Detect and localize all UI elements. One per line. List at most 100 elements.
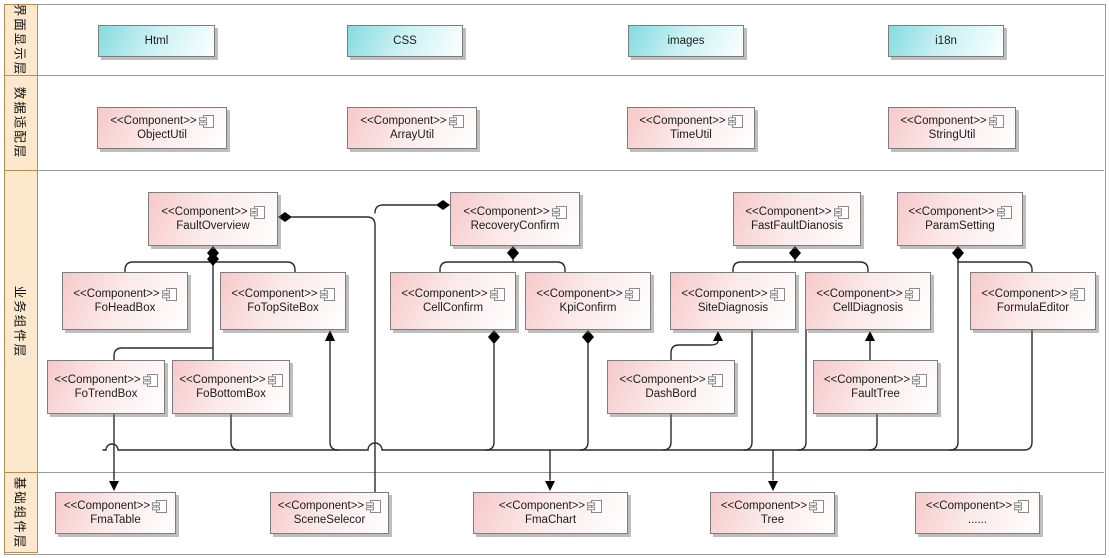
box-label: FoTrendBox [74,388,138,400]
component-icon [727,114,743,128]
component-icon [904,287,920,301]
stereotype-line: <<Component>> [981,287,1085,301]
component-icon [769,287,785,301]
stereotype-line: <<Component>> [161,205,265,219]
box-label: RecoveryConfirm [470,220,560,232]
stereotype-label: <<Component>> [823,374,911,386]
component-box-objectutil[interactable]: <<Component>> ObjectUtil [97,107,227,149]
stereotype-label: <<Component>> [681,288,768,300]
component-icon [448,114,464,128]
component-box-fastfaultdianosis[interactable]: <<Component>>FastFaultDianosis [733,192,861,246]
stereotype-line: <<Component>> [277,499,382,513]
box-label: FoBottomBox [196,388,266,400]
box-label: Html [144,35,169,47]
component-icon [267,373,283,387]
component-box-css[interactable]: CSS [347,25,463,57]
stereotype-line: <<Component>> [110,114,214,128]
component-box-kpiconfirm[interactable]: <<Component>> KpiConfirm [525,272,651,330]
component-box-tree[interactable]: <<Component>> Tree [710,492,835,534]
box-label: CellConfirm [422,302,484,314]
stereotype-label: <<Component>> [981,288,1068,300]
component-box-timeutil[interactable]: <<Component>>TimeUtil [627,107,755,149]
box-label: ArrayUtil [389,129,435,141]
component-box-sitediagnosis[interactable]: <<Component>> SiteDiagnosis [670,272,796,330]
component-icon [1069,287,1085,301]
box-label: ObjectUtil [137,129,187,141]
stereotype-label: <<Component>> [720,500,808,512]
component-icon [319,287,335,301]
component-box-fmachart[interactable]: <<Component>>FmaChart [473,492,628,534]
component-box-i18n[interactable]: i18n [888,25,1004,57]
box-label: KpiConfirm [559,302,617,314]
component-box-sceneselecor[interactable]: <<Component>>SceneSelecor [270,492,389,534]
component-icon [551,205,567,219]
stereotype-line: <<Component>> [720,499,825,513]
stereotype-label: <<Component>> [161,206,248,218]
component-box-stringutil[interactable]: <<Component>>StringUtil [888,107,1016,149]
box-label: FaultTree [851,388,900,400]
lane-label-text: 数据适配层 [12,86,27,160]
stereotype-line: <<Component>> [908,205,1012,219]
box-label: StringUtil [928,129,976,141]
stereotype-label: <<Component>> [401,288,488,300]
component-box-fmatable[interactable]: <<Component>>FmaTable [55,492,176,534]
stereotype-label: <<Component>> [110,115,197,127]
stereotype-line: <<Component>> [179,373,283,387]
stereotype-label: <<Component>> [925,500,1013,512]
stereotype-label: <<Component>> [54,374,141,386]
stereotype-label: <<Component>> [277,500,365,512]
component-box-fobottombox[interactable]: <<Component>> FoBottomBox [172,360,290,414]
stereotype-label: <<Component>> [816,288,903,300]
box-label: ...... [967,514,988,526]
component-icon [142,373,158,387]
component-icon [912,373,928,387]
stereotype-line: <<Component>> [463,205,567,219]
component-box-formulaeditor[interactable]: <<Component>>FormulaEditor [970,272,1096,330]
lane-separator-1 [4,75,1104,76]
box-label: FmaChart [524,514,577,526]
box-label: FoHeadBox [94,302,156,314]
stereotype-line: <<Component>> [231,287,335,301]
stereotype-label: <<Component>> [179,374,266,386]
lane-label-base-component-layer: 基础组件层 [4,472,38,553]
component-box-html[interactable]: Html [98,25,215,57]
box-label: FmaTable [90,514,141,526]
stereotype-label: <<Component>> [908,206,995,218]
stereotype-line: <<Component>> [73,287,177,301]
component-icon [489,287,505,301]
stereotype-line: <<Component>> [536,287,640,301]
component-box-images[interactable]: images [628,25,744,57]
component-icon [249,205,265,219]
box-label: FaultOverview [176,220,250,232]
component-box-recoveryconfirm[interactable]: <<Component>> RecoveryConfirm [450,192,580,246]
stereotype-label: <<Component>> [536,288,623,300]
component-icon [161,287,177,301]
stereotype-line: <<Component>> [681,287,785,301]
box-label: SiteDiagnosis [697,302,769,314]
stereotype-line: <<Component>> [816,287,920,301]
component-icon [833,205,849,219]
component-box-foheadbox[interactable]: <<Component>>FoHeadBox [62,272,188,330]
component-box-paramsetting[interactable]: <<Component>> ParamSetting [897,192,1023,246]
component-box-arrayutil[interactable]: <<Component>>ArrayUtil [347,107,477,149]
component-box-dashbord[interactable]: <<Component>>DashBord [607,360,735,414]
component-box-fotrendbox[interactable]: <<Component>> FoTrendBox [47,360,165,414]
box-label: CellDiagnosis [832,302,904,314]
lane-label-data-adapter-layer: 数据适配层 [4,75,38,171]
stereotype-label: <<Component>> [639,115,726,127]
stereotype-label: <<Component>> [745,206,832,218]
box-label: FoTopSiteBox [247,302,319,314]
stereotype-line: <<Component>> [823,373,928,387]
component-box-dots[interactable]: <<Component>>...... [915,492,1040,534]
component-icon [624,287,640,301]
component-box-fotopsitebox[interactable]: <<Component>>FoTopSiteBox [220,272,346,330]
box-label: ParamSetting [925,220,995,232]
component-box-faulttree[interactable]: <<Component>> FaultTree [813,360,938,414]
component-box-cellconfirm[interactable]: <<Component>> CellConfirm [390,272,516,330]
component-box-celldiagnosis[interactable]: <<Component>> CellDiagnosis [805,272,931,330]
box-label: Tree [760,514,785,526]
box-label: i18n [935,35,957,47]
component-box-faultoverview[interactable]: <<Component>> FaultOverview [148,192,278,246]
stereotype-label: <<Component>> [463,206,550,218]
